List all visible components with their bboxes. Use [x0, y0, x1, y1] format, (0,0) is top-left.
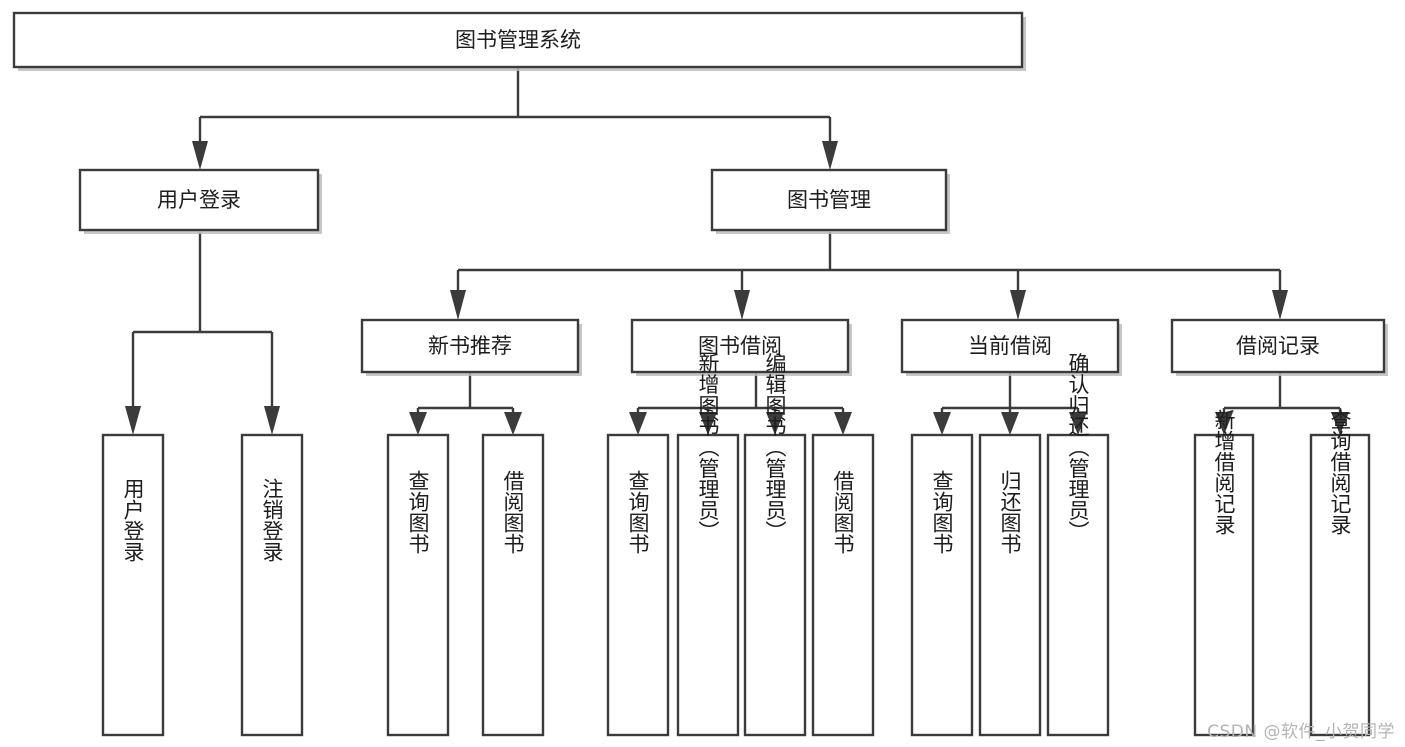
node-leaf-query-book-2[interactable]: 查询图书 [606, 433, 670, 737]
leaf-query-book-3-box[interactable] [910, 433, 974, 737]
node-leaf-confirm-return[interactable]: 确认归还（管理员） [1046, 353, 1110, 737]
leaf-query-record-box[interactable] [1309, 433, 1371, 737]
user-login-label: 用户登录 [157, 188, 241, 212]
leaf-confirm-return-box[interactable] [1046, 433, 1110, 737]
arrow-leaf-add-record [1215, 412, 1233, 435]
arrow-leaf-edit-book [766, 412, 784, 435]
node-leaf-borrow-book-1[interactable]: 借阅图书 [481, 433, 545, 737]
current-borrow-label: 当前借阅 [968, 334, 1052, 358]
node-leaf-user-login[interactable]: 用户登录 [101, 433, 165, 737]
node-leaf-query-record[interactable]: 查询借阅记录 [1309, 409, 1371, 737]
node-leaf-add-record[interactable]: 新增借阅记录 [1193, 409, 1255, 737]
csdn-watermark: CSDN @软件_小贺同学 [1207, 722, 1395, 742]
leaf-logout-box[interactable] [240, 433, 304, 737]
arrow-leaf-query-book-3 [933, 412, 951, 435]
arrow-leaf-query-book-1 [409, 412, 427, 435]
leaf-borrow-book-2-box[interactable] [811, 433, 875, 737]
leaf-return-book-box[interactable] [978, 433, 1042, 737]
leaf-add-book-box[interactable] [676, 433, 740, 737]
leaf-return-book-label: 归还图书 [998, 470, 1022, 554]
arrow-book-borrow [734, 290, 750, 320]
node-leaf-query-book-3[interactable]: 查询图书 [910, 433, 974, 737]
new-book-rec-label: 新书推荐 [428, 334, 512, 358]
leaf-query-book-3-label: 查询图书 [930, 470, 954, 554]
node-book-borrow[interactable]: 图书借阅 [630, 318, 852, 376]
new-book-rec-box[interactable] [360, 318, 580, 374]
leaf-user-login-label: 用户登录 [121, 478, 145, 562]
book-borrow-box[interactable] [630, 318, 850, 374]
leaf-edit-book-label: 编辑图书（管理员） [763, 353, 787, 542]
user-login-box[interactable] [78, 168, 320, 232]
book-manage-label: 图书管理 [787, 188, 871, 212]
leaf-add-record-label: 新增借阅记录 [1212, 409, 1236, 535]
arrow-leaf-user-login [125, 406, 141, 435]
node-leaf-query-book-1[interactable]: 查询图书 [386, 433, 450, 737]
arrow-user-login [192, 141, 208, 170]
node-leaf-add-book[interactable]: 新增图书（管理员） [676, 353, 740, 737]
borrow-record-label: 借阅记录 [1236, 334, 1320, 358]
node-borrow-record[interactable]: 借阅记录 [1170, 318, 1388, 376]
arrow-current-borrow [1010, 290, 1026, 320]
leaf-query-book-2-label: 查询图书 [626, 470, 650, 554]
leaf-logout-label: 注销登录 [260, 478, 284, 562]
arrow-leaf-borrow-book-1 [504, 412, 522, 435]
root-box[interactable] [12, 11, 1024, 69]
leaf-borrow-book-1-label: 借阅图书 [501, 470, 525, 554]
arrow-leaf-query-record [1331, 412, 1349, 435]
borrow-record-box[interactable] [1170, 318, 1386, 374]
book-borrow-label: 图书借阅 [698, 334, 782, 358]
node-leaf-borrow-book-2[interactable]: 借阅图书 [811, 433, 875, 737]
leaf-add-book-label: 新增图书（管理员） [696, 353, 720, 542]
arrow-leaf-add-book [699, 412, 717, 435]
arrow-leaf-borrow-book-2 [834, 412, 852, 435]
leaf-query-book-1-box[interactable] [386, 433, 450, 737]
leaf-user-login-box[interactable] [101, 433, 165, 737]
node-book-manage[interactable]: 图书管理 [710, 168, 950, 234]
leaf-edit-book-box[interactable] [743, 433, 807, 737]
leaf-borrow-book-1-box[interactable] [481, 433, 545, 737]
node-user-login[interactable]: 用户登录 [78, 168, 322, 234]
arrow-borrow-record [1272, 290, 1288, 320]
leaf-confirm-return-label: 确认归还（管理员） [1066, 353, 1090, 542]
node-new-book-rec[interactable]: 新书推荐 [360, 318, 582, 376]
leaf-query-book-1-label: 查询图书 [406, 470, 430, 554]
node-leaf-logout[interactable]: 注销登录 [240, 433, 304, 737]
leaf-add-record-box[interactable] [1193, 433, 1255, 737]
arrow-leaf-return-book [1001, 412, 1019, 435]
arrow-new-book-rec [450, 290, 466, 320]
node-root[interactable]: 图书管理系统 [12, 11, 1026, 71]
leaf-query-record-label: 查询借阅记录 [1328, 409, 1352, 535]
connector-layer [125, 67, 1349, 435]
node-current-borrow[interactable]: 当前借阅 [900, 318, 1122, 376]
arrow-book-manage [822, 141, 838, 170]
arrow-leaf-logout [264, 406, 280, 435]
leaf-query-book-2-box[interactable] [606, 433, 670, 737]
book-manage-box[interactable] [710, 168, 948, 232]
leaf-borrow-book-2-label: 借阅图书 [831, 470, 855, 554]
arrow-leaf-query-book-2 [629, 412, 647, 435]
node-leaf-return-book[interactable]: 归还图书 [978, 433, 1042, 737]
arrow-leaf-confirm-return [1069, 412, 1087, 435]
current-borrow-box[interactable] [900, 318, 1120, 374]
root-label: 图书管理系统 [455, 28, 581, 52]
node-leaf-edit-book[interactable]: 编辑图书（管理员） [743, 353, 807, 737]
